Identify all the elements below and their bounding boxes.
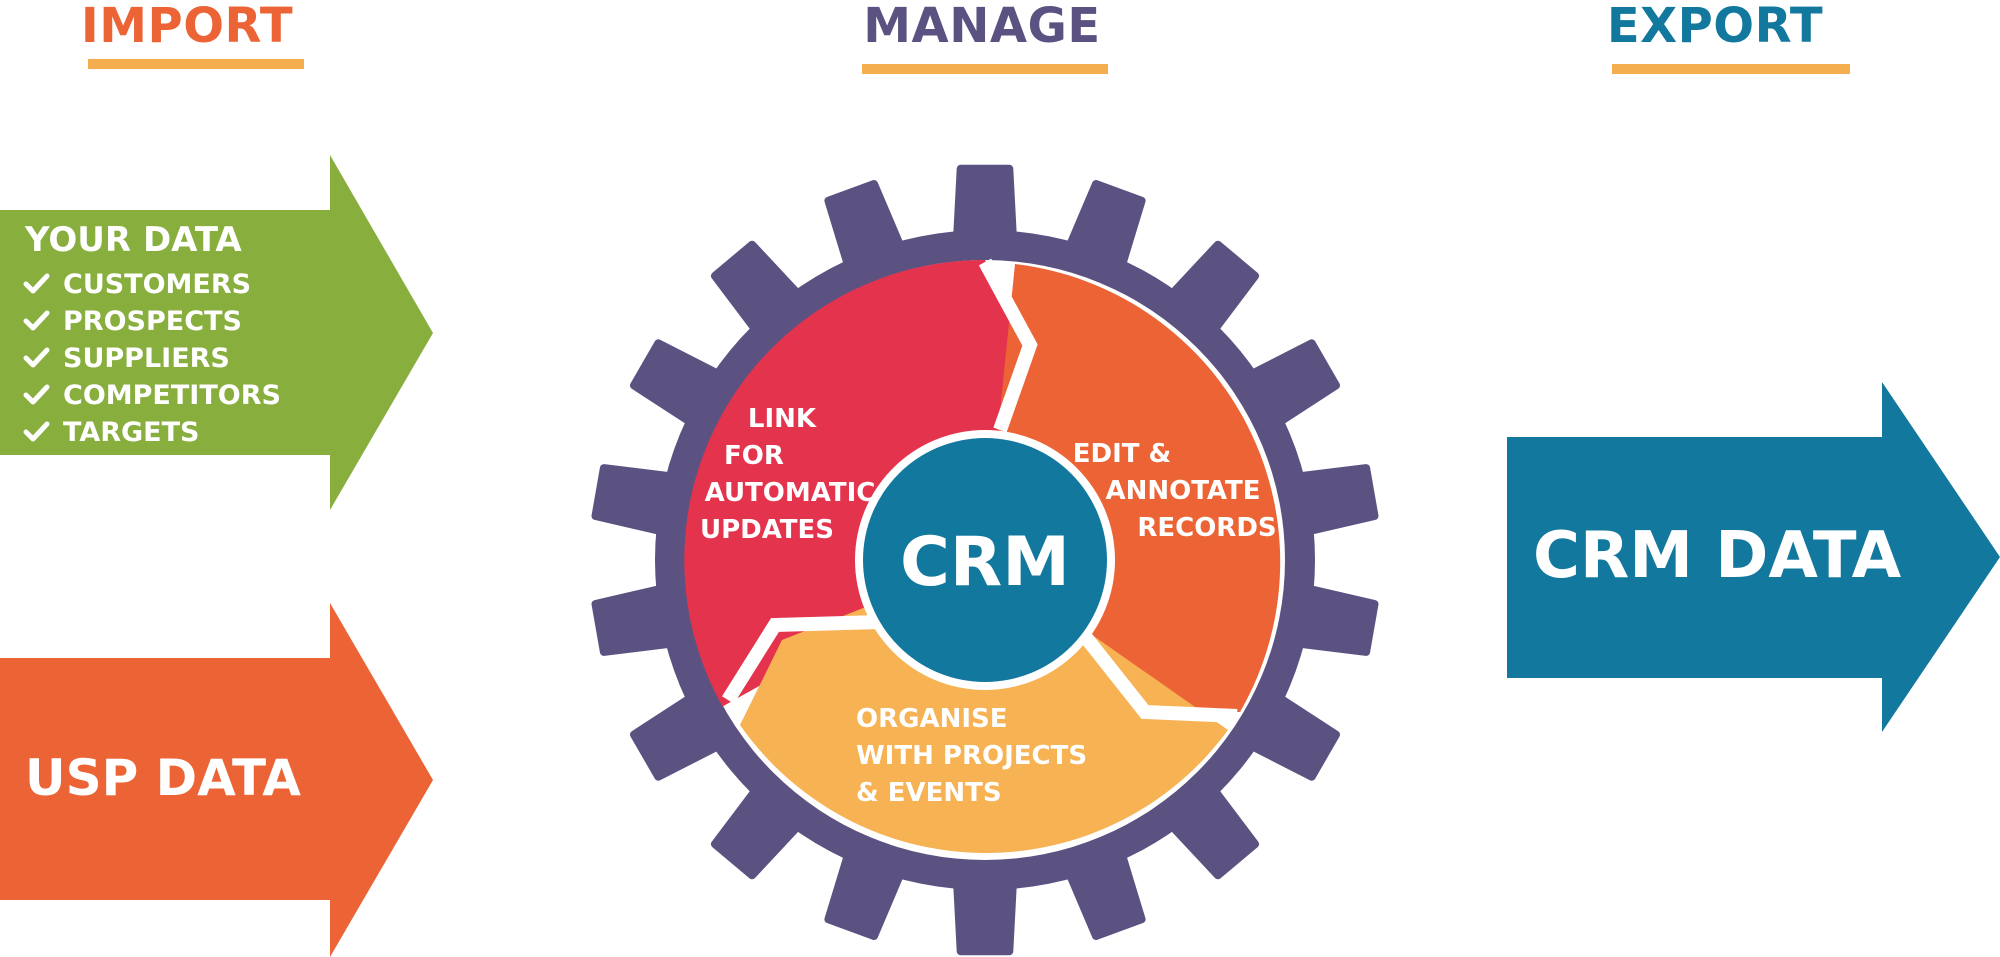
list-item-targets: TARGETS [23,417,199,448]
check-icon [23,384,50,405]
crm-center-label: CRM [900,523,1070,602]
check-icon [23,273,50,294]
list-item-competitors: COMPETITORS [23,380,281,411]
manage-heading: MANAGE [863,0,1101,54]
segment-label-line: EDIT & [1073,439,1171,469]
list-item-prospects: PROSPECTS [23,306,242,337]
segment-label-line: ANNOTATE [1105,476,1260,506]
your-data-list: CUSTOMERS PROSPECTS SUPPLIERS COMPETITOR… [23,269,281,448]
segment-label-line: UPDATES [700,515,834,545]
crm-data-arrow-shape [1507,382,2000,732]
your-data-title: YOUR DATA [24,220,242,260]
usp-data-arrow-shape [0,603,433,957]
check-icon [23,421,50,442]
your-data-item: SUPPLIERS [63,343,230,374]
list-item-suppliers: SUPPLIERS [23,343,230,374]
usp-data-label: USP DATA [25,749,301,807]
your-data-arrow: YOUR DATA CUSTOMERS PROSPECTS SUPPLIERS … [0,155,433,510]
export-heading: EXPORT [1606,0,1824,54]
list-item-customers: CUSTOMERS [23,269,251,300]
segment-label-line: AUTOMATIC [705,478,876,508]
usp-data-arrow: USP DATA [0,603,433,957]
segment-label-line: FOR [724,441,784,471]
segment-label-line: LINK [748,404,817,434]
your-data-item: TARGETS [63,417,199,448]
crm-gear: CRM LINK FOR AUTOMATIC UPDATES EDIT & AN… [591,164,1379,956]
gear-hub [863,438,1107,682]
export-underline [1612,64,1850,74]
segment-label-line: & EVENTS [856,778,1002,808]
segment-link-label: LINK FOR AUTOMATIC UPDATES [700,404,875,545]
segment-organise [740,560,1228,853]
segment-organise-label: ORGANISE WITH PROJECTS & EVENTS [856,704,1087,808]
your-data-item: CUSTOMERS [63,269,251,300]
segment-label-line: ORGANISE [856,704,1008,734]
crm-data-arrow: CRM DATA [1507,382,2000,732]
crm-data-label: CRM DATA [1533,519,1902,593]
manage-underline [862,64,1108,74]
segment-label-line: WITH PROJECTS [856,741,1087,771]
segment-link [684,259,1030,707]
import-heading: IMPORT [80,0,294,54]
your-data-item: COMPETITORS [63,380,281,411]
check-icon [23,347,50,368]
segment-edit-label: EDIT & ANNOTATE RECORDS [1073,439,1277,543]
check-icon [23,310,50,331]
your-data-arrow-shape [0,155,433,510]
import-underline [88,59,304,69]
segment-separators [722,258,1238,723]
your-data-item: PROSPECTS [63,306,242,337]
segment-label-line: RECORDS [1137,513,1276,543]
